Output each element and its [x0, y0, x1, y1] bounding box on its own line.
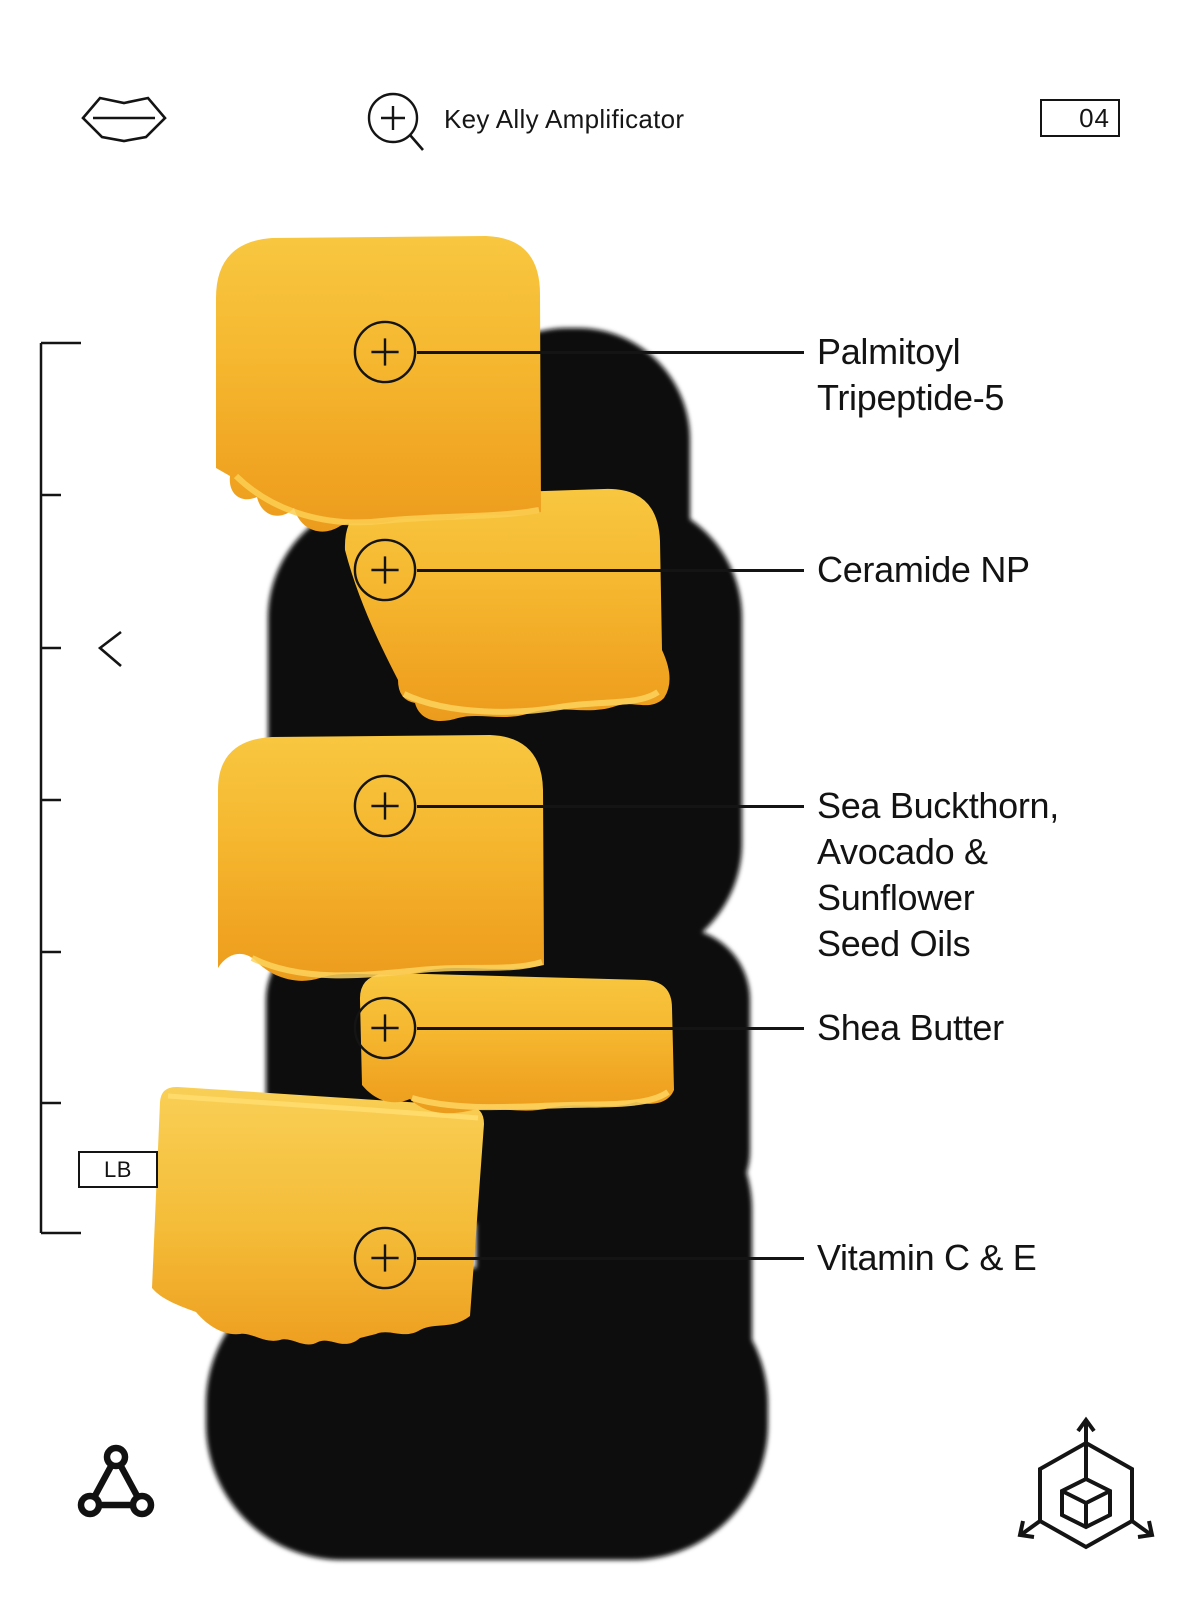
plus-hotspot-vitamins[interactable] [352, 1225, 418, 1291]
ingredient-label-vitamins: Vitamin C & E [817, 1237, 1037, 1278]
plus-hotspot-shea[interactable] [352, 995, 418, 1061]
unit-badge: LB [78, 1151, 158, 1188]
page-number: 04 [1079, 102, 1110, 133]
balm-chunk-4 [359, 973, 674, 1114]
cube-3d-axes-icon [1016, 1415, 1156, 1570]
balm-chunk-3 [218, 735, 544, 981]
leader-line [417, 351, 804, 354]
ingredient-label-ceramide: Ceramide NP [817, 549, 1030, 590]
balm-chunk-5 [152, 1086, 484, 1345]
lips-logo-icon[interactable] [80, 90, 168, 151]
chevron-left-icon[interactable] [96, 628, 126, 670]
plus-hotspot-oils[interactable] [352, 773, 418, 839]
page-title: Key Ally Amplificator [444, 103, 685, 134]
leader-line [417, 805, 804, 808]
magnifier-plus-icon [366, 90, 426, 154]
ingredient-label-oils: Sea Buckthorn, Avocado & Sunflower Seed … [817, 785, 1059, 964]
section-header: Key Ally Amplificator [366, 90, 684, 154]
leader-line [417, 1027, 804, 1030]
plus-hotspot-palmitoyl[interactable] [352, 319, 418, 385]
plus-hotspot-ceramide[interactable] [352, 537, 418, 603]
ingredient-label-palmitoyl: Palmitoyl Tripeptide-5 [817, 331, 1005, 418]
balm-chunk-1 [216, 236, 541, 532]
unit-label: LB [104, 1156, 132, 1182]
leader-line [417, 569, 804, 572]
measurement-ruler [39, 341, 81, 1235]
ingredient-label-shea: Shea Butter [817, 1007, 1004, 1048]
page-number-box: 04 [1040, 99, 1120, 137]
triangle-molecule-icon [76, 1441, 156, 1530]
balm-chunk-2 [344, 488, 670, 722]
leader-line [417, 1257, 804, 1260]
